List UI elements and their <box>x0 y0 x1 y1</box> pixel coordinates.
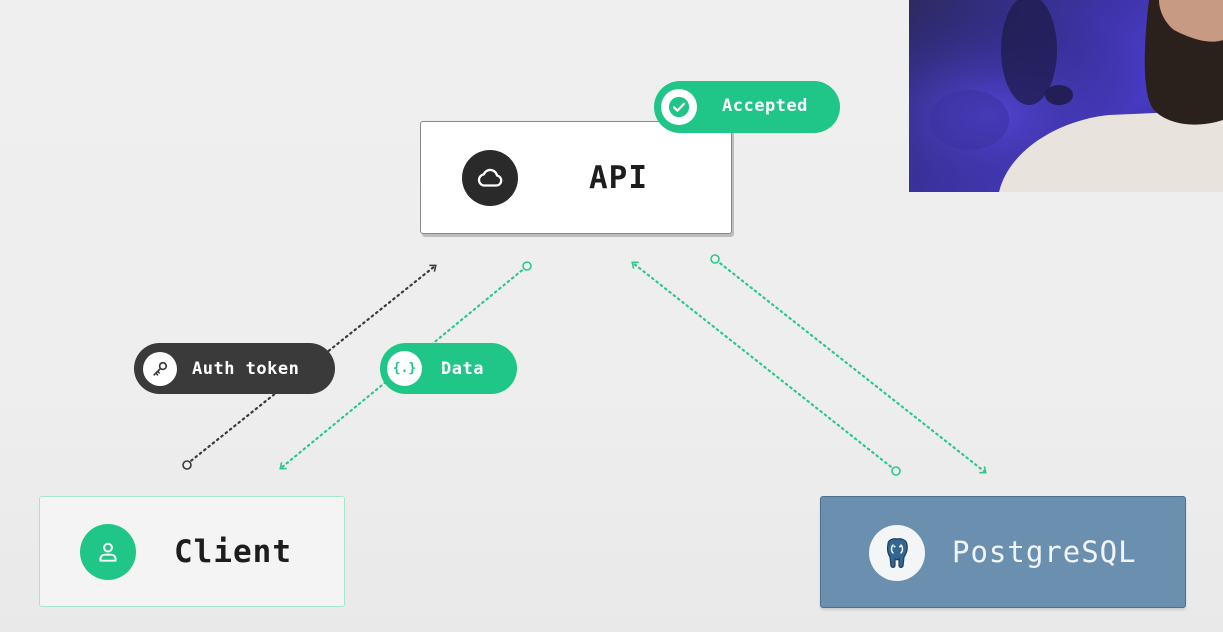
accepted-badge: Accepted <box>654 81 840 133</box>
elephant-icon <box>869 525 925 581</box>
postgres-node[interactable]: PostgreSQL <box>820 496 1186 608</box>
presenter-webcam <box>909 0 1223 192</box>
client-node[interactable]: Client <box>39 496 345 607</box>
presenter-portrait <box>909 0 1223 192</box>
api-node-label: API <box>589 160 648 196</box>
auth-token-badge-label: Auth token <box>192 359 300 379</box>
postgres-node-label: PostgreSQL <box>952 535 1137 569</box>
client-node-label: Client <box>174 534 292 570</box>
user-icon <box>80 524 136 580</box>
data-badge: {.} Data <box>380 343 517 394</box>
braces-icon: {.} <box>387 351 422 386</box>
auth-token-badge: Auth token <box>134 343 335 394</box>
edge-api-to-postgres <box>710 254 987 474</box>
api-node[interactable]: API <box>420 121 732 234</box>
edge-postgres-to-api <box>631 261 901 476</box>
cloud-icon <box>462 150 518 206</box>
check-icon <box>661 89 697 125</box>
key-icon <box>143 352 177 386</box>
accepted-badge-label: Accepted <box>722 96 808 116</box>
data-badge-label: Data <box>441 359 484 379</box>
